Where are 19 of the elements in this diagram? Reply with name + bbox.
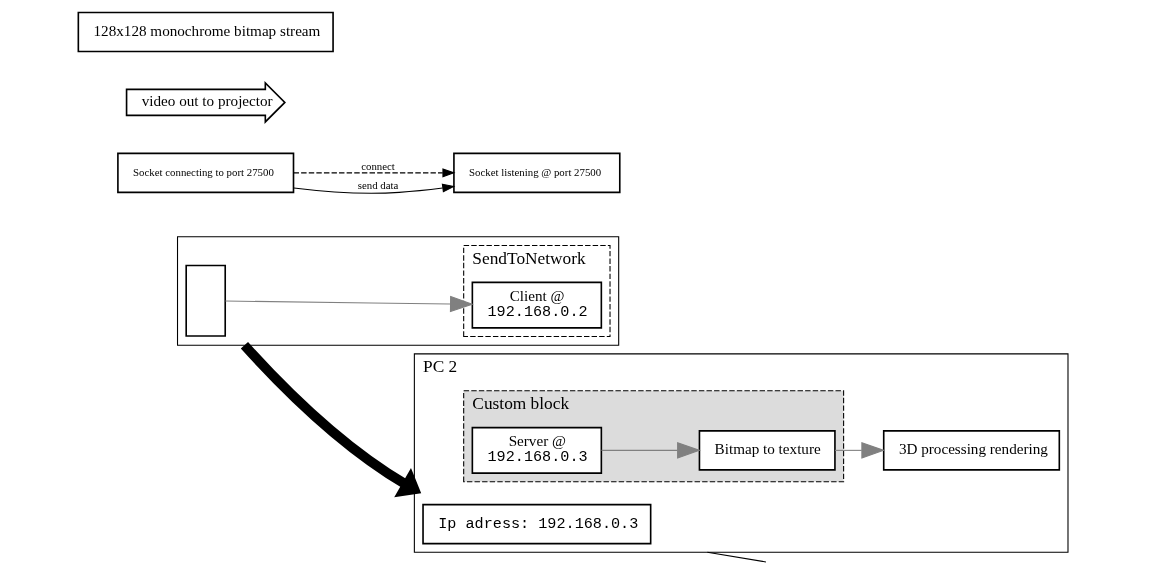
node-box: 3D processing rendering	[882, 430, 1060, 471]
node-box: Server @ 192.168.0.3	[471, 426, 602, 474]
node-box: Socket listening @ port 27500	[452, 152, 621, 194]
arrow	[834, 442, 885, 459]
node-box: Socket connecting to port 27500	[116, 152, 294, 194]
node-box: Bitmap to texture	[698, 430, 836, 471]
arrow	[292, 168, 455, 178]
arrow	[224, 295, 474, 313]
node-box: 128x128 monochrome bitmap stream	[77, 11, 334, 53]
node-box	[184, 264, 226, 337]
edge-label: connect	[360, 159, 395, 172]
arrow	[600, 442, 701, 459]
edge-label: send data	[357, 179, 398, 192]
cluster	[176, 236, 619, 346]
connector	[706, 551, 766, 563]
arrow	[292, 183, 455, 194]
node-box: Ip adress: 192.168.0.3	[421, 503, 651, 545]
node-box: Client @ 192.168.0.2	[471, 281, 602, 329]
arrow	[240, 341, 421, 498]
